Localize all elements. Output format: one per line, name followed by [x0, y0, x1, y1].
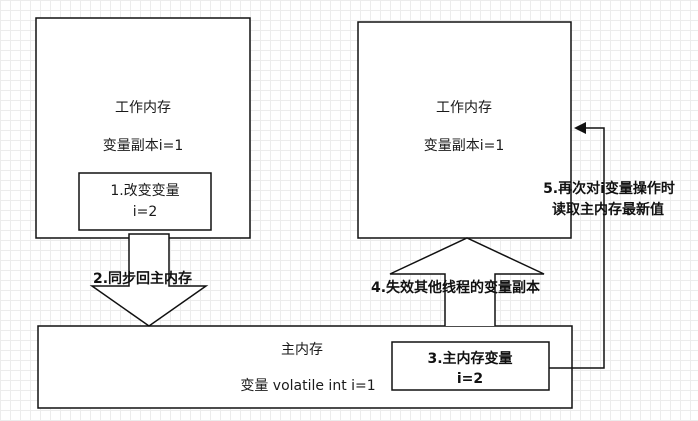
reread-label-line1: 5.再次对i变量操作时	[543, 180, 675, 197]
change-variable-box	[78, 172, 212, 231]
right-var-copy-label: 变量副本i=1	[424, 138, 505, 154]
reread-connector-line	[549, 127, 605, 369]
left-working-memory-title: 工作内存	[115, 100, 171, 116]
main-memory-title: 主内存	[281, 342, 323, 358]
right-working-memory-box	[357, 21, 572, 239]
change-variable-line2: i=2	[133, 204, 158, 220]
sync-down-arrow	[89, 233, 209, 327]
reread-label-line2: 读取主内存最新值	[552, 201, 664, 218]
sync-back-label: 2.同步回主内存	[93, 270, 192, 287]
main-memory-variable-box	[391, 341, 550, 391]
reread-arrowhead	[574, 122, 586, 134]
main-memory-variable-line2: i=2	[457, 371, 483, 387]
invalidate-label: 4.失效其他线程的变量副本	[371, 279, 541, 296]
main-memory-variable: 变量 volatile int i=1	[240, 378, 375, 394]
main-memory-variable-line1: 3.主内存变量	[427, 350, 512, 367]
right-working-memory-title: 工作内存	[436, 100, 492, 116]
invalidate-up-arrow	[389, 237, 545, 326]
change-variable-line1: 1.改变变量	[110, 183, 179, 199]
left-var-copy-label: 变量副本i=1	[103, 138, 184, 154]
